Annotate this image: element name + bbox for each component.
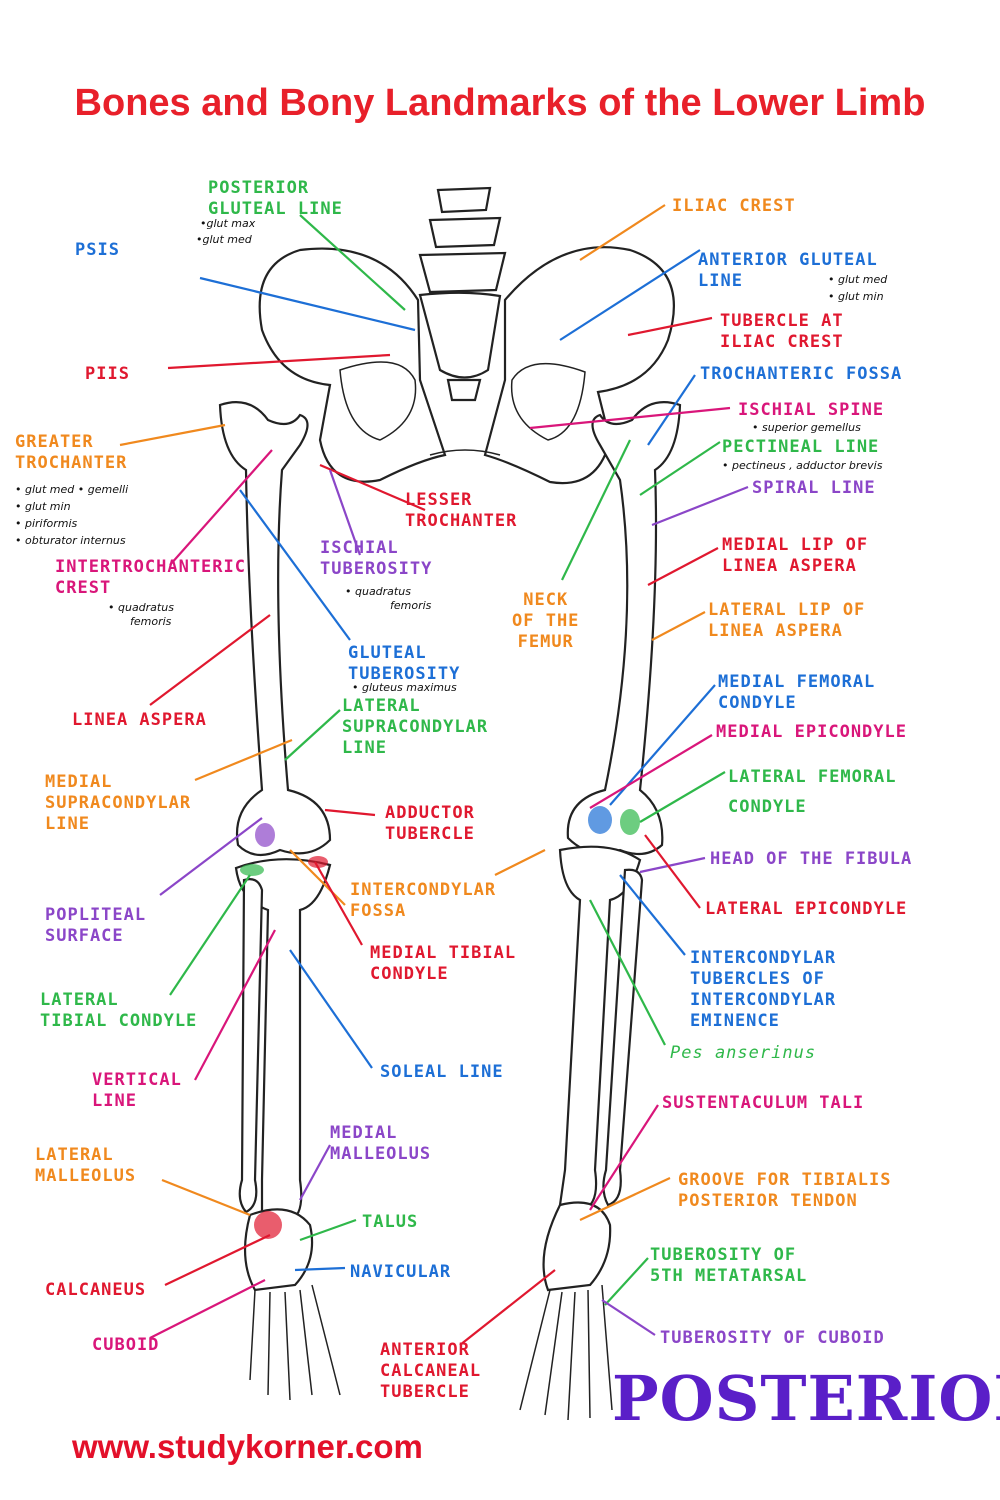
label-ischial-spine: ISCHIAL SPINE [738,400,885,420]
label-neck-of-femur: NECK OF THE FEMUR [512,590,580,652]
view-label: POSTERIOR [612,1362,1000,1435]
label-calcaneus: CALCANEUS [45,1280,147,1300]
label-lateral-epicondyle: LATERAL EPICONDYLE [705,899,908,919]
label-anterior-gluteal-line: ANTERIOR GLUTEAL LINE [698,250,878,291]
leader-lines [119,204,749,1346]
right-foot [519,1201,613,1421]
note-intertrochanteric-2: femoris [130,615,172,628]
label-tuberosity-of-cuboid: TUBEROSITY OF CUBOID [660,1328,885,1348]
label-pectineal-line: PECTINEAL LINE [722,437,880,457]
label-intertrochanteric-crest: INTERTROCHANTERIC CREST [55,557,246,598]
label-posterior-gluteal-line: POSTERIOR GLUTEAL LINE [208,178,343,219]
label-psis: PSIS [75,240,120,260]
label-talus: TALUS [362,1212,419,1232]
label-anterior-calcaneal-tubercle: ANTERIOR CALCANEAL TUBERCLE [380,1340,482,1402]
left-leg [234,858,332,1222]
note-ischial-tuberosity-2: femoris [390,599,432,612]
label-medial-supracondylar-line: MEDIAL SUPRACONDYLAR LINE [45,772,192,834]
label-lateral-supracondylar-line: LATERAL SUPRACONDYLAR LINE [342,696,489,758]
label-lateral-tibial-condyle: LATERAL TIBIAL CONDYLE [40,990,198,1031]
label-intercondylar-fossa: INTERCONDYLAR FOSSA [350,880,497,921]
label-vertical-line: VERTICAL LINE [92,1070,182,1111]
label-lateral-femoral-condyle: LATERAL FEMORAL CONDYLE [728,767,897,817]
note-intertrochanteric-1: • quadratus [108,601,174,614]
label-lateral-lip-linea-aspera: LATERAL LIP OF LINEA ASPERA [708,600,866,641]
label-medial-femoral-condyle: MEDIAL FEMORAL CONDYLE [718,672,876,713]
label-medial-tibial-condyle: MEDIAL TIBIAL CONDYLE [370,943,517,984]
note-greater-trochanter-3: • piriformis [15,517,78,530]
label-medial-lip-linea-aspera: MEDIAL LIP OF LINEA ASPERA [722,535,869,576]
label-trochanteric-fossa: TROCHANTERIC FOSSA [700,364,903,384]
left-foot [243,1208,341,1401]
label-ischial-tuberosity: ISCHIAL TUBEROSITY [320,538,433,579]
right-femur [566,401,682,856]
label-medial-epicondyle: MEDIAL EPICONDYLE [716,722,907,742]
label-intercondylar-tubercles: INTERCONDYLAR TUBERCLES OF INTERCONDYLAR… [690,948,837,1031]
landmark-marks [240,806,640,1239]
note-greater-trochanter-4: • obturator internus [15,534,126,547]
note-ischial-spine-1: • superior gemellus [752,421,861,434]
label-greater-trochanter: GREATER TROCHANTER [15,432,128,473]
right-leg [558,845,644,1212]
label-tuberosity-5th-metatarsal: TUBEROSITY OF 5TH METATARSAL [650,1245,808,1286]
label-sustentaculum-tali: SUSTENTACULUM TALI [662,1093,865,1113]
note-gluteal-tuberosity-1: • gluteus maximus [352,681,457,694]
label-iliac-crest: ILIAC CREST [672,196,796,216]
note-greater-trochanter-1: • glut med • gemelli [15,483,129,496]
label-popliteal-surface: POPLITEAL SURFACE [45,905,147,946]
note-anterior-gluteal-line-1: • glut med [828,273,888,286]
footer-url[interactable]: www.studykorner.com [72,1428,423,1465]
label-cuboid: CUBOID [92,1335,160,1355]
label-head-of-fibula: HEAD OF THE FIBULA [710,849,913,869]
note-ischial-tuberosity-1: • quadratus [345,585,411,598]
note-greater-trochanter-2: • glut min [15,500,71,513]
pelvis [258,246,675,485]
label-pes-anserinus: Pes anserinus [670,1043,817,1063]
label-medial-malleolus: MEDIAL MALLEOLUS [330,1123,432,1164]
label-linea-aspera: LINEA ASPERA [72,710,207,730]
label-tubercle-at-iliac-crest: TUBERCLE AT ILIAC CREST [720,311,844,352]
label-groove-tibialis-posterior: GROOVE FOR TIBIALIS POSTERIOR TENDON [678,1170,892,1211]
label-spiral-line: SPIRAL LINE [752,478,876,498]
note-pectineal-line-1: • pectineus , adductor brevis [722,459,883,472]
label-piis: PIIS [85,364,130,384]
note-posterior-gluteal-line-1: •glut max [200,217,256,230]
label-lesser-trochanter: LESSER TROCHANTER [405,490,518,531]
label-soleal-line: SOLEAL LINE [380,1062,504,1082]
page-title: Bones and Bony Landmarks of the Lower Li… [74,82,926,124]
note-anterior-gluteal-line-2: • glut min [828,290,884,303]
label-adductor-tubercle: ADDUCTOR TUBERCLE [385,803,475,844]
label-lateral-malleolus: LATERAL MALLEOLUS [35,1145,137,1186]
note-posterior-gluteal-line-2: •glut med [196,233,252,246]
left-femur [218,401,332,857]
sacrum-vertebrae [418,186,507,402]
label-gluteal-tuberosity: GLUTEAL TUBEROSITY [348,643,461,684]
label-navicular: NAVICULAR [350,1262,452,1282]
